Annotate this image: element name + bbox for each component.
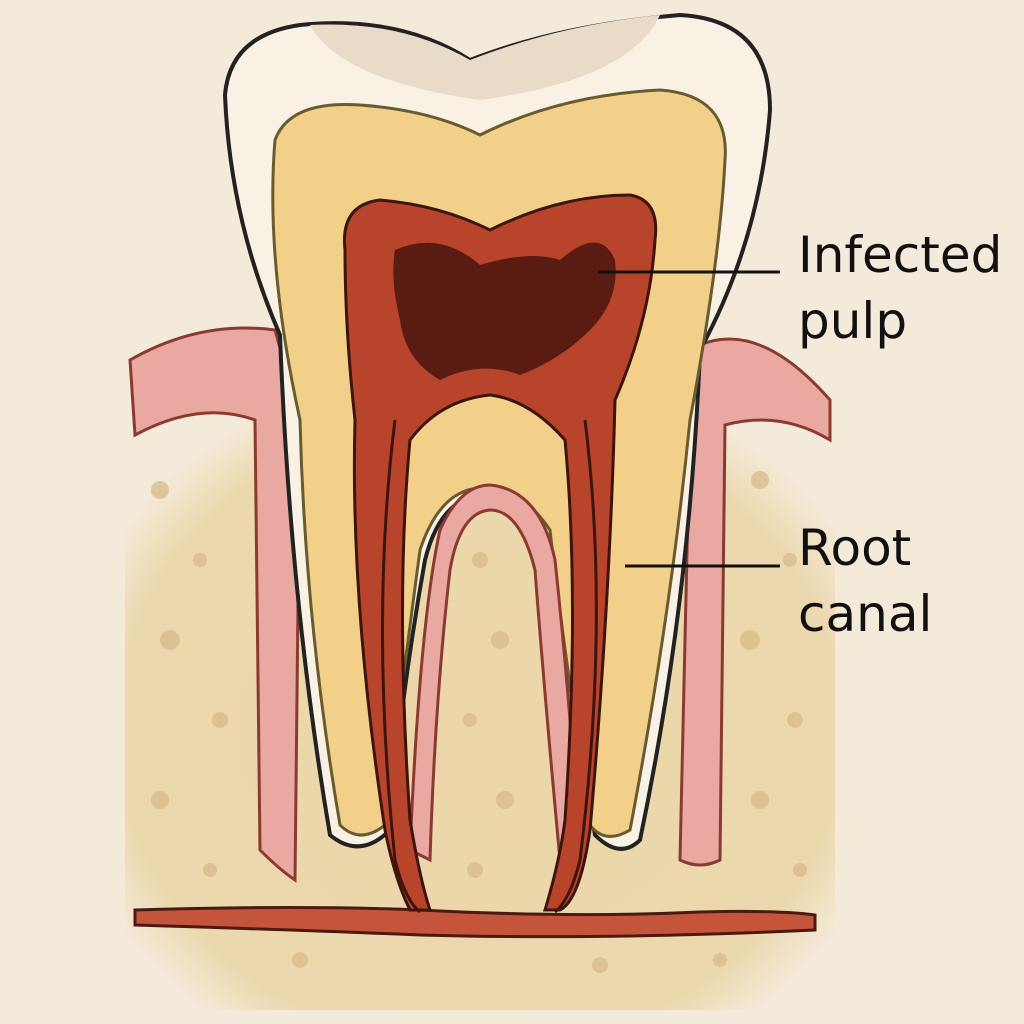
enamel-cap-shade bbox=[310, 15, 660, 100]
gum-left bbox=[128, 326, 302, 883]
infected-pulp-label: Infected pulp bbox=[798, 222, 1002, 354]
bone-pores bbox=[151, 471, 807, 973]
infected-pulp-label-line2: pulp bbox=[798, 292, 908, 350]
root-canal-label-line1: Root bbox=[798, 519, 912, 577]
nerve-line bbox=[133, 906, 817, 939]
root-canal-right bbox=[554, 419, 598, 914]
gum-right bbox=[678, 337, 832, 867]
infected-area bbox=[393, 242, 616, 380]
infected-pulp-label-line1: Infected bbox=[798, 226, 1003, 284]
root-canal-label-line2: canal bbox=[798, 585, 933, 643]
root-canal-label: Root canal bbox=[798, 515, 932, 647]
root-canal-left bbox=[381, 419, 421, 914]
pulp-chamber bbox=[342, 193, 658, 912]
